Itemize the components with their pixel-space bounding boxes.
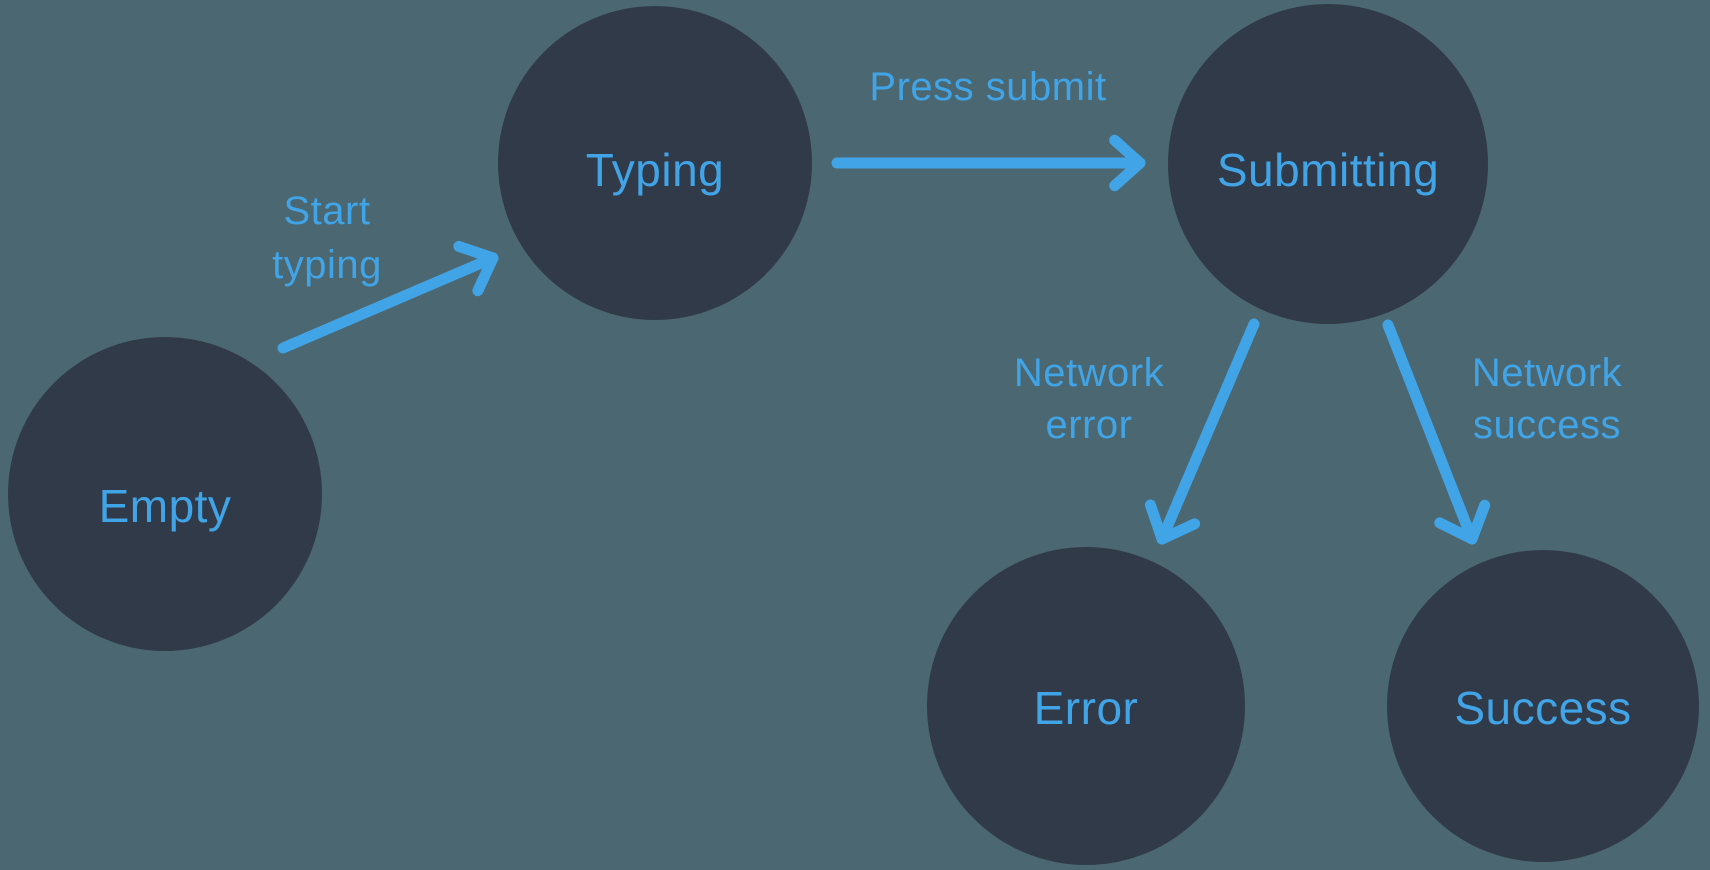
state-circle-empty: [8, 337, 322, 651]
state-label-submitting: Submitting: [1217, 144, 1439, 196]
arrow-head-icon: [1144, 499, 1201, 545]
transition-label-start-typing-line2: typing: [272, 243, 382, 287]
state-label-empty: Empty: [99, 480, 232, 532]
state-label-typing: Typing: [586, 144, 725, 196]
transition-label-network-error-line1: Network: [1014, 351, 1165, 395]
transition-arrow-submitting-error: [1144, 318, 1260, 545]
transition-arrow-empty-typing: [277, 240, 499, 354]
state-node-empty: Empty: [8, 337, 322, 651]
transition-label-network-error-line2: error: [1046, 403, 1133, 447]
state-node-typing: Typing: [498, 6, 812, 320]
state-circle-typing: [498, 6, 812, 320]
arrow-head-icon: [1434, 499, 1491, 545]
state-circle-error: [927, 547, 1245, 865]
arrow-head-icon: [1109, 134, 1146, 192]
arrow-shaft: [1382, 319, 1478, 545]
transition-label-start-typing-line1: Start: [284, 189, 371, 233]
arrow-shaft: [277, 252, 499, 354]
state-label-success: Success: [1454, 682, 1631, 734]
state-circle-submitting: [1168, 4, 1488, 324]
transition-arrow-submitting-success: [1382, 319, 1491, 545]
state-circle-success: [1387, 550, 1699, 862]
state-node-submitting: Submitting: [1168, 4, 1488, 324]
state-label-error: Error: [1034, 682, 1139, 734]
transition-label-press-submit: Press submit: [869, 65, 1106, 109]
state-node-error: Error: [927, 547, 1245, 865]
arrow-shaft: [1156, 318, 1260, 545]
state-node-success: Success: [1387, 550, 1699, 862]
transition-arrow-typing-submitting: [831, 134, 1146, 192]
transition-label-network-success-line1: Network: [1472, 351, 1623, 395]
arrow-head-icon: [453, 240, 499, 297]
transition-label-network-success-line2: success: [1473, 403, 1621, 447]
